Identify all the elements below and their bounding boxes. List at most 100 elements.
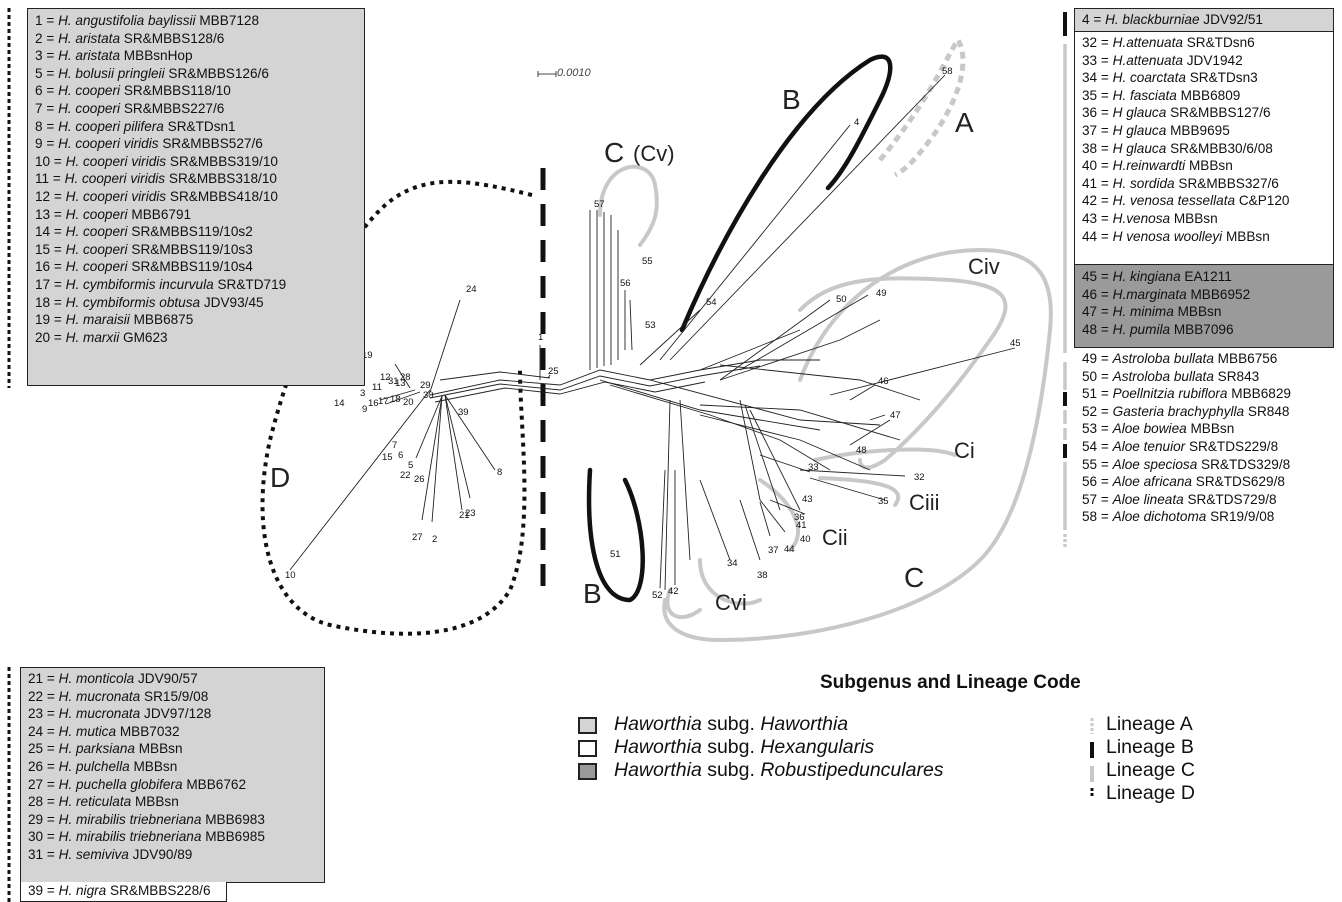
taxon-row-37: 37 = H glauca MBB9695 bbox=[1082, 122, 1230, 138]
svg-text:3: 3 bbox=[360, 388, 365, 399]
clade-civ-outline bbox=[798, 276, 1008, 470]
svg-text:8: 8 bbox=[497, 467, 502, 478]
lineage-d-marker-bottom bbox=[7, 667, 11, 902]
taxon-row-49: 49 = Astroloba bullata MBB6756 bbox=[1082, 351, 1278, 366]
taxon-row-21: 21 = H. monticola JDV90/57 bbox=[28, 671, 198, 686]
clade-ci-outline bbox=[813, 447, 957, 462]
taxon-row-10: 10 = H. cooperi viridis SR&MBBS319/10 bbox=[35, 153, 278, 169]
taxon-row-13: 13 = H. cooperi MBB6791 bbox=[35, 206, 192, 222]
taxon-row-27: 27 = H. puchella globifera MBB6762 bbox=[28, 776, 247, 792]
taxon-row-4: 4 = H. blackburniae JDV92/51 bbox=[1082, 12, 1263, 27]
clade-label-c: C bbox=[904, 562, 925, 593]
svg-text:44: 44 bbox=[784, 544, 795, 555]
taxon-row-39: 39 = H. nigra SR&MBBS228/6 bbox=[28, 883, 211, 898]
svg-text:29: 29 bbox=[420, 380, 431, 391]
taxon-row-54: 54 = Aloe tenuior SR&TDS229/8 bbox=[1082, 438, 1279, 454]
svg-text:43: 43 bbox=[802, 494, 813, 505]
svg-text:17: 17 bbox=[378, 396, 389, 407]
taxon-row-8: 8 = H. cooperi pilifera SR&TDsn1 bbox=[35, 118, 236, 134]
svg-text:9: 9 bbox=[362, 404, 367, 415]
svg-text:54: 54 bbox=[706, 297, 717, 308]
taxon-row-15: 15 = H. cooperi SR&MBBS119/10s3 bbox=[35, 241, 253, 257]
svg-text:47: 47 bbox=[890, 410, 901, 421]
taxon-row-28: 28 = H. reticulata MBBsn bbox=[28, 794, 179, 810]
svg-text:20: 20 bbox=[403, 397, 414, 408]
taxon-row-55: 55 = Aloe speciosa SR&TDS329/8 bbox=[1082, 456, 1291, 472]
taxon-row-16: 16 = H. cooperi SR&MBBS119/10s4 bbox=[35, 259, 253, 275]
lineage-a-outline bbox=[878, 35, 966, 178]
svg-text:52: 52 bbox=[652, 590, 663, 601]
clade-label-a: A bbox=[955, 107, 974, 138]
lineage-b-outline bbox=[679, 54, 893, 333]
legend-swatch-hexangularis bbox=[578, 740, 597, 757]
taxa-box-haworthia-bottom: 21 = H. monticola JDV90/57 22 = H. mucron… bbox=[20, 667, 325, 883]
taxon-row-51: 51 = Poellnitzia rubiflora MBB6829 bbox=[1082, 386, 1291, 402]
svg-text:36: 36 bbox=[794, 512, 805, 523]
taxa-box-robustipedunculares: 45 = H. kingiana EA1211 46 = H.marginata … bbox=[1074, 264, 1334, 348]
clade-label-cvi: Cvi bbox=[715, 590, 747, 615]
clade-cv-outline bbox=[598, 164, 659, 247]
lineage-b-outline-2 bbox=[586, 467, 645, 603]
taxon-row-7: 7 = H. cooperi SR&MBBS227/6 bbox=[35, 100, 225, 116]
legend-lineage-c: Lineage C bbox=[1106, 759, 1195, 781]
svg-text:46: 46 bbox=[878, 376, 889, 387]
svg-text:6: 6 bbox=[398, 450, 403, 461]
clade-cii-outline bbox=[758, 478, 801, 552]
taxon-row-45: 45 = H. kingiana EA1211 bbox=[1082, 269, 1232, 284]
svg-text:34: 34 bbox=[727, 558, 738, 569]
taxon-row-53: 53 = Aloe bowiea MBBsn bbox=[1082, 421, 1235, 437]
svg-text:19: 19 bbox=[362, 350, 373, 361]
taxa-box-hexangularis: 32 = H.attenuata SR&TDsn6 33 = H.attenuat… bbox=[1074, 31, 1334, 265]
svg-text:30: 30 bbox=[423, 390, 434, 401]
svg-text:53: 53 bbox=[645, 320, 656, 331]
clade-c-outline bbox=[662, 247, 1053, 643]
taxon-row-36: 36 = H glauca SR&MBBS127/6 bbox=[1082, 105, 1271, 121]
legend-title: Subgenus and Lineage Code bbox=[820, 672, 1081, 693]
taxon-row-30: 30 = H. mirabilis triebneriana MBB6985 bbox=[28, 829, 265, 845]
svg-text:16: 16 bbox=[368, 398, 379, 409]
taxon-row-33: 33 = H.attenuata JDV1942 bbox=[1082, 52, 1243, 68]
svg-text:58: 58 bbox=[942, 66, 953, 77]
svg-text:38: 38 bbox=[757, 570, 768, 581]
svg-text:41: 41 bbox=[796, 520, 807, 531]
clade-label-cii: Cii bbox=[822, 525, 848, 550]
svg-text:35: 35 bbox=[878, 496, 889, 507]
taxon-row-57: 57 = Aloe lineata SR&TDS729/8 bbox=[1082, 491, 1277, 507]
taxa-box-hexangularis-bottom: 39 = H. nigra SR&MBBS228/6 bbox=[20, 882, 227, 902]
taxon-row-46: 46 = H.marginata MBB6952 bbox=[1082, 286, 1251, 302]
taxon-row-34: 34 = H. coarctata SR&TDsn3 bbox=[1082, 70, 1258, 86]
taxon-row-43: 43 = H.venosa MBBsn bbox=[1082, 210, 1218, 226]
svg-text:4: 4 bbox=[854, 117, 859, 128]
svg-text:32: 32 bbox=[914, 472, 925, 483]
right-lineage-markers bbox=[1063, 12, 1067, 548]
taxon-row-22: 22 = H. mucronata SR15/9/08 bbox=[28, 688, 209, 704]
svg-text:12: 12 bbox=[380, 372, 391, 383]
svg-text:56: 56 bbox=[620, 278, 631, 289]
taxon-row-11: 11 = H. cooperi viridis SR&MBBS318/10 bbox=[35, 171, 277, 187]
legend-subgenus-hexangularis: Haworthia subg. Hexangularis bbox=[614, 736, 875, 758]
clade-a-c-outline bbox=[665, 588, 702, 620]
svg-text:24: 24 bbox=[466, 284, 477, 295]
svg-text:37: 37 bbox=[768, 545, 779, 556]
legend-swatch-robustipedunculares bbox=[578, 763, 597, 780]
legend-swatch-haworthia bbox=[578, 717, 597, 734]
taxon-row-56: 56 = Aloe africana SR&TDS629/8 bbox=[1082, 474, 1285, 490]
taxon-row-19: 19 = H. maraisii MBB6875 bbox=[35, 312, 194, 328]
taxon-row-18: 18 = H. cymbiformis obtusa JDV93/45 bbox=[35, 294, 264, 310]
legend-lineage-d: Lineage D bbox=[1106, 782, 1195, 804]
svg-text:1: 1 bbox=[538, 332, 543, 343]
svg-text:15: 15 bbox=[382, 452, 393, 463]
taxon-row-52: 52 = Gasteria brachyphylla SR848 bbox=[1082, 403, 1290, 419]
taxon-row-47: 47 = H. minima MBBsn bbox=[1082, 304, 1222, 320]
clade-label-cv: C bbox=[604, 137, 625, 168]
svg-text:45: 45 bbox=[1010, 338, 1021, 349]
lineage-d-marker-top bbox=[7, 8, 11, 388]
taxon-row-32: 32 = H.attenuata SR&TDsn6 bbox=[1082, 35, 1255, 50]
svg-text:57: 57 bbox=[594, 199, 605, 210]
clade-label-civ: Civ bbox=[968, 254, 1000, 279]
taxon-row-2: 2 = H. aristata SR&MBBS128/6 bbox=[35, 30, 225, 46]
clade-label-ci: Ci bbox=[954, 438, 975, 463]
svg-text:25: 25 bbox=[548, 366, 559, 377]
clade-cvi-outline bbox=[698, 558, 762, 606]
